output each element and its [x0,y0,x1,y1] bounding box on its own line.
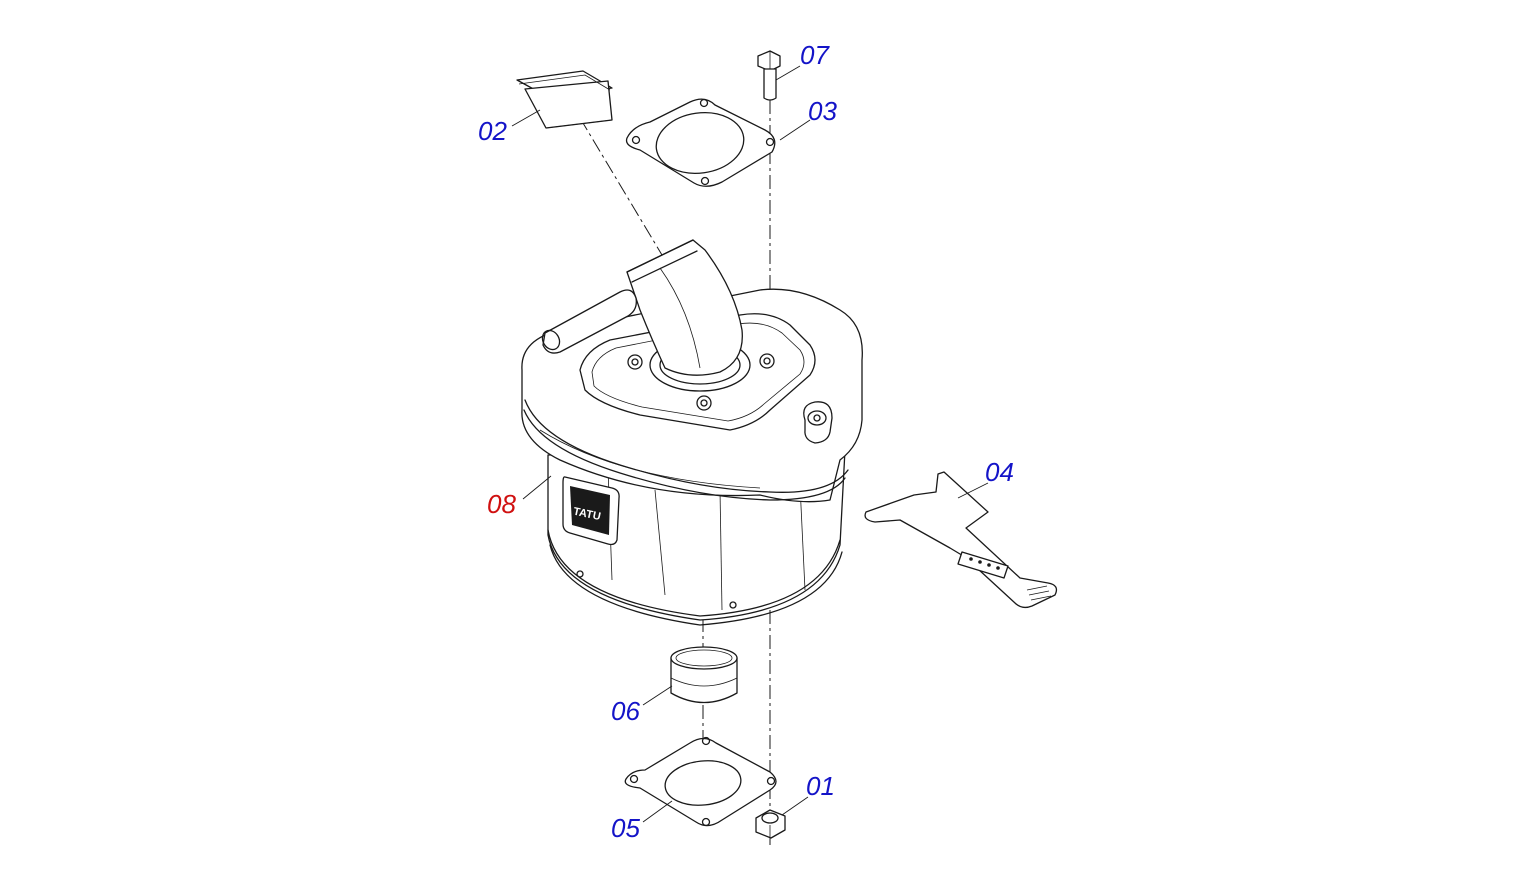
part-07-bolt[interactable] [757,50,781,101]
leader-lines [511,65,989,823]
part-05-lower-gasket[interactable] [624,736,777,827]
part-03-upper-gasket[interactable] [625,98,776,187]
label-06[interactable]: 06 [611,696,640,726]
part-02-inlet-sleeve[interactable] [516,70,613,129]
label-04[interactable]: 04 [985,457,1014,487]
label-07[interactable]: 07 [800,40,830,70]
label-03[interactable]: 03 [808,96,837,126]
part-08-silencer-housing[interactable]: TATU [521,239,863,626]
part-06-short-sleeve[interactable] [670,646,738,704]
logo-text: TATU [572,506,602,524]
part-labels: 02 07 03 04 08 06 05 01 [478,40,1014,843]
tatu-logo-badge: TATU [562,476,620,546]
part-01-nut[interactable] [755,809,786,839]
label-02[interactable]: 02 [478,116,507,146]
label-05[interactable]: 05 [611,813,640,843]
label-01[interactable]: 01 [806,771,835,801]
label-08[interactable]: 08 [487,489,516,519]
part-04-bracket-plate[interactable] [864,471,1058,609]
